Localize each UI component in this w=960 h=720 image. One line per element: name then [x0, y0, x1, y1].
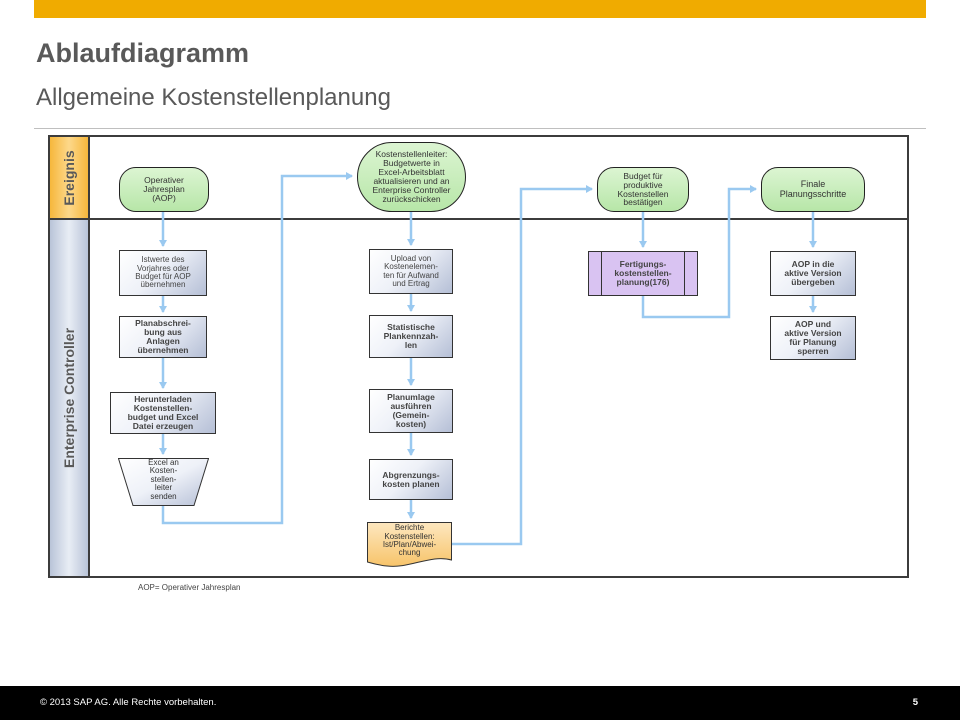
task-planabschreibung-label: Planabschrei- bung aus Anlagen übernehme…: [135, 318, 191, 355]
footer-page-number: 5: [912, 697, 918, 708]
task-upload-label: Upload von Kostenelemen- ten für Aufwand…: [383, 253, 439, 288]
task-statistische-plankennzahlen-label: Statistische Plankennzah- len: [383, 322, 439, 350]
task-aop-sperren-label: AOP und aktive Version für Planung sperr…: [784, 319, 842, 356]
event-kostenstellenleiter[interactable]: Kostenstellenleiter: Budgetwerte in Exce…: [357, 142, 466, 212]
task-herunterladen[interactable]: Herunterladen Kostenstellen- budget und …: [110, 392, 216, 434]
event-operativer-jahresplan[interactable]: Operativer Jahresplan (AOP): [119, 167, 209, 212]
connector-excel-to-kostenstellenleiter: [161, 172, 353, 525]
event-finale-planungsschritte[interactable]: Finale Planungsschritte: [761, 167, 865, 212]
footer-bar: © 2013 SAP AG. Alle Rechte vorbehalten. …: [0, 686, 960, 720]
task-planumlage[interactable]: Planumlage ausführen (Gemein- kosten): [369, 389, 453, 433]
task-aop-uebergeben-label: AOP in die aktive Version übergeben: [784, 259, 842, 287]
task-abgrenzungskosten-label: Abgrenzungs- kosten planen: [382, 469, 440, 489]
event-finale-planungsschritte-label: Finale Planungsschritte: [779, 179, 847, 199]
subprocess-fertigungskostenstellenplanung[interactable]: Fertigungs- kostenstellen- planung(176): [588, 251, 698, 296]
connector-fertigung-to-finale: [641, 185, 757, 319]
lane-header-enterprise-controller: Enterprise Controller: [50, 220, 90, 576]
lane-divider: [48, 218, 909, 220]
event-budget-bestaetigen-label: Budget für produktive Kostenstellen best…: [617, 170, 669, 208]
task-istwerte[interactable]: Istwerte des Vorjahres oder Budget für A…: [119, 250, 207, 296]
task-aop-uebergeben[interactable]: AOP in die aktive Version übergeben: [770, 251, 856, 296]
task-abgrenzungskosten[interactable]: Abgrenzungs- kosten planen: [369, 459, 453, 500]
subprocess-fertigungskostenstellenplanung-label: Fertigungs- kostenstellen- planung(176): [614, 259, 672, 287]
document-berichte-shape: [367, 522, 452, 567]
task-istwerte-label: Istwerte des Vorjahres oder Budget für A…: [135, 255, 191, 290]
event-budget-bestaetigen[interactable]: Budget für produktive Kostenstellen best…: [597, 167, 689, 212]
lane-header-ereignis: Ereignis: [50, 137, 90, 218]
manual-excel-senden-shape: [118, 458, 209, 506]
task-planumlage-label: Planumlage ausführen (Gemein- kosten): [387, 392, 435, 429]
event-operativer-jahresplan-label: Operativer Jahresplan (AOP): [143, 175, 185, 203]
top-accent-bar: [34, 0, 926, 18]
swimlane-pool: [48, 135, 909, 578]
event-kostenstellenleiter-label: Kostenstellenleiter: Budgetwerte in Exce…: [372, 149, 451, 204]
document-berichte[interactable]: Berichte Kostenstellen: Ist/Plan/Abwei- …: [382, 523, 437, 558]
manual-excel-senden[interactable]: Excel an Kosten- stellen- leiter senden: [148, 458, 179, 501]
task-statistische-plankennzahlen[interactable]: Statistische Plankennzah- len: [369, 315, 453, 358]
connector-berichte-to-budget: [452, 185, 593, 546]
task-herunterladen-label: Herunterladen Kostenstellen- budget und …: [127, 394, 199, 431]
page-subtitle: Allgemeine Kostenstellenplanung: [36, 84, 391, 111]
footnote-aop: AOP= Operativer Jahresplan: [138, 583, 241, 592]
page-title: Ablaufdiagramm: [36, 38, 250, 68]
task-aop-sperren[interactable]: AOP und aktive Version für Planung sperr…: [770, 316, 856, 360]
title-divider: [34, 128, 926, 129]
footer-copyright: © 2013 SAP AG. Alle Rechte vorbehalten.: [40, 697, 217, 708]
task-planabschreibung[interactable]: Planabschrei- bung aus Anlagen übernehme…: [119, 316, 207, 358]
task-upload[interactable]: Upload von Kostenelemen- ten für Aufwand…: [369, 249, 453, 294]
